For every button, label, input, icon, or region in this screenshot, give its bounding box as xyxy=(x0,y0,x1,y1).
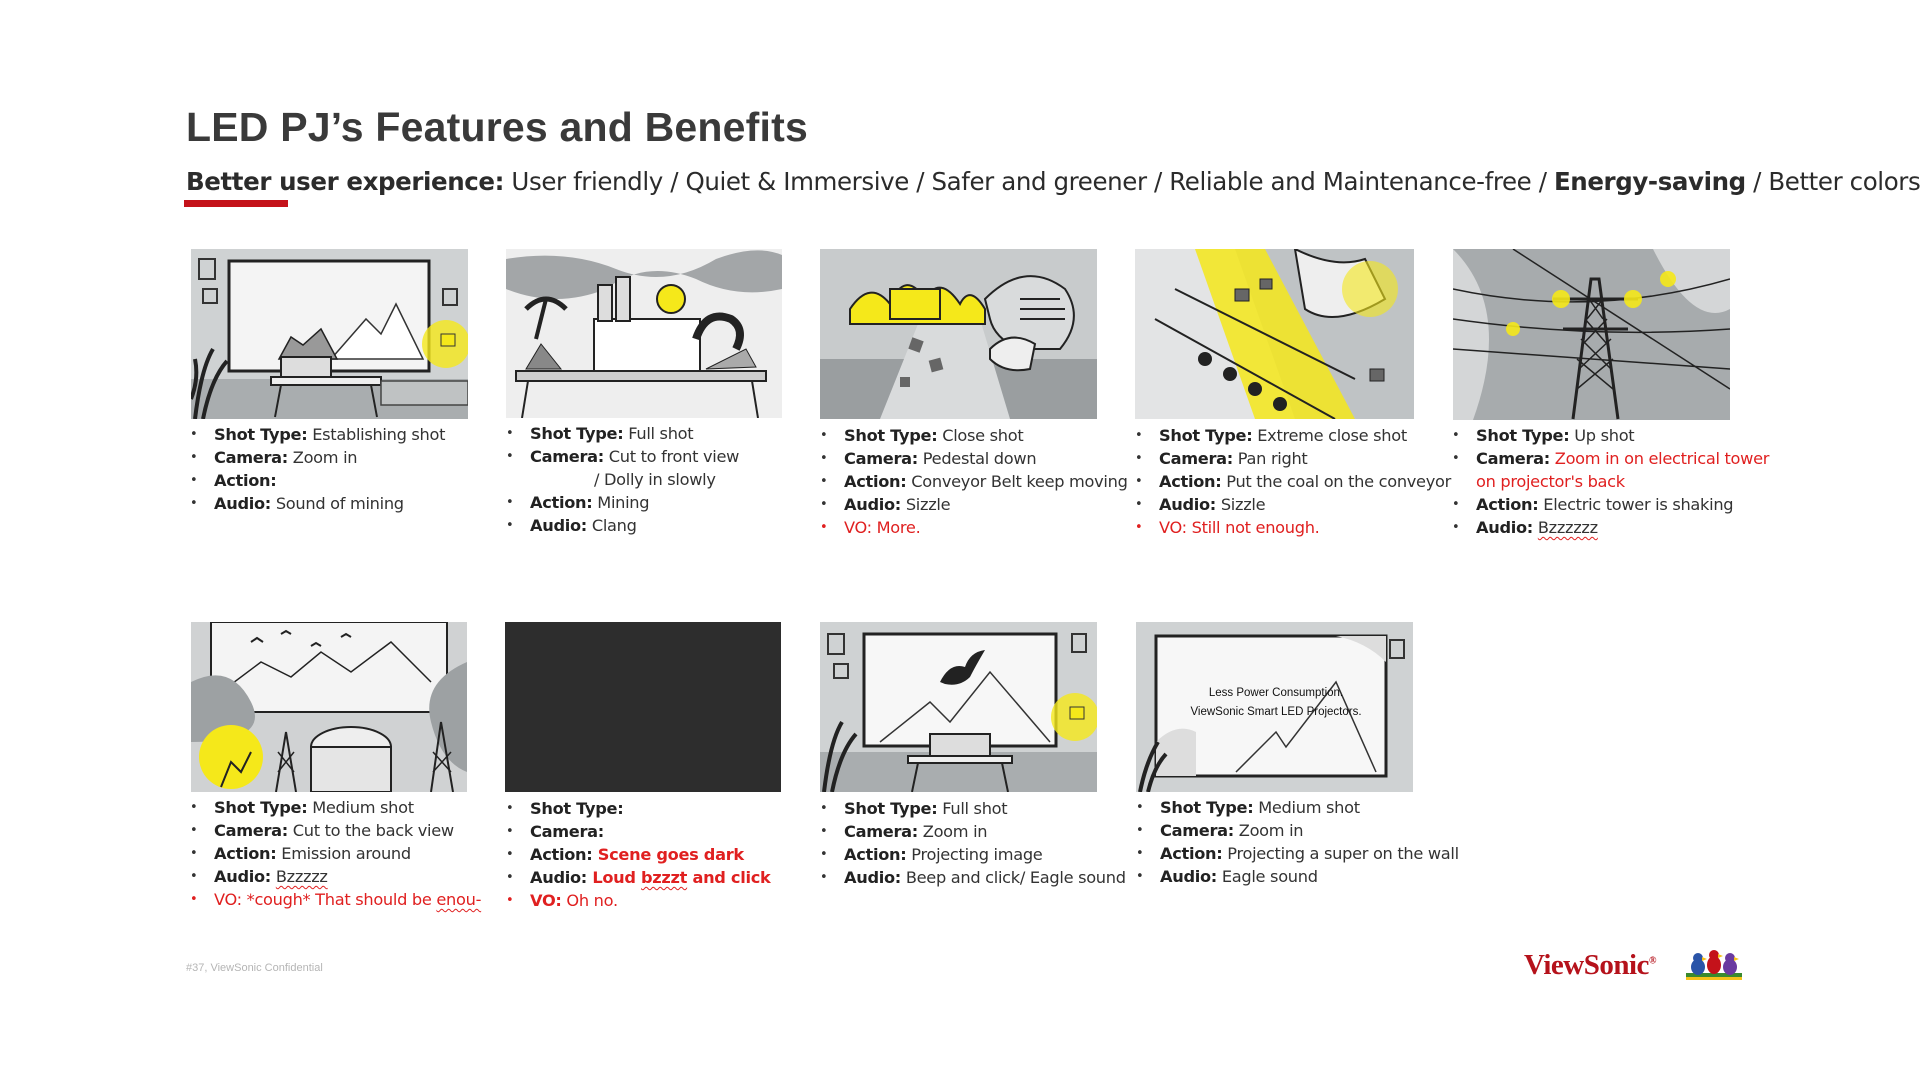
shot-notes-4: Shot Type: Extreme close shot Camera: Pa… xyxy=(1135,424,1451,539)
camera-line: Camera: Pedestal down xyxy=(820,447,1128,470)
audio-line: Audio: Sizzle xyxy=(1135,493,1451,516)
shot-type-line: Shot Type: xyxy=(506,797,770,820)
logo-wordmark: ViewSonic® xyxy=(1524,949,1656,981)
camera-line: Camera: Zoom in xyxy=(190,446,445,469)
shot-type-line: Shot Type: Full shot xyxy=(506,422,739,445)
storyboard-frame-8 xyxy=(820,622,1097,792)
storyboard-frame-7 xyxy=(505,622,781,792)
camera-line: Camera: Zoom in xyxy=(820,820,1126,843)
action-line: Action: xyxy=(190,469,445,492)
storyboard-frame-3 xyxy=(820,249,1097,419)
shot-notes-7: Shot Type: Camera: Action: Scene goes da… xyxy=(506,797,771,912)
shot-notes-9: Shot Type: Medium shot Camera: Zoom in A… xyxy=(1136,796,1459,888)
audio-line: Audio: Bzzzzz xyxy=(190,865,481,888)
subtitle-lead: Better user experience: xyxy=(186,167,505,196)
birds-logo-icon xyxy=(1686,950,1742,980)
camera-line-continued: / Dolly in slowly xyxy=(594,470,716,489)
action-line: Action: Electric tower is shaking xyxy=(1452,493,1769,516)
shot-type-line: Shot Type: Close shot xyxy=(820,424,1128,447)
shot-notes-5: Shot Type: Up shot Camera: Zoom in on el… xyxy=(1452,424,1769,539)
shot-type-line: Shot Type: Medium shot xyxy=(1136,796,1459,819)
subtitle-energy: Energy-saving xyxy=(1553,167,1746,196)
super-text-line-1: Less Power Consumption. xyxy=(1209,687,1343,699)
camera-line: Camera: Pan right xyxy=(1135,447,1451,470)
shot-type-line: Shot Type: Extreme close shot xyxy=(1135,424,1451,447)
voiceover-line: VO: Still not enough. xyxy=(1135,516,1451,539)
living-room-illustration xyxy=(191,249,468,419)
camera-line: Camera: xyxy=(506,820,770,843)
subtitle: Better user experience: User friendly / … xyxy=(186,167,1920,196)
voiceover-line: VO: More. xyxy=(820,516,1128,539)
camera-line: Camera: Zoom in on electrical tower xyxy=(1452,447,1769,470)
camera-line-continued: on projector's back xyxy=(1476,472,1625,491)
voiceover-line: VO: *cough* That should be enou- xyxy=(190,888,481,911)
audio-line: Audio: Sound of mining xyxy=(190,492,445,515)
action-line: Action: Mining xyxy=(506,491,739,514)
storyboard-frame-1 xyxy=(191,249,468,419)
camera-line: Camera: Cut to front view xyxy=(506,445,739,468)
audio-line: Audio: Loud bzzzt and click xyxy=(506,866,771,889)
action-line: Action: Scene goes dark xyxy=(506,843,770,866)
subtitle-features: User friendly / Quiet & Immersive / Safe… xyxy=(504,167,1554,196)
action-line: Action: Projecting a super on the wall xyxy=(1136,842,1459,865)
voiceover-line: VO: Oh no. xyxy=(506,889,770,912)
shot-type-line: Shot Type: Up shot xyxy=(1452,424,1769,447)
audio-line: Audio: Bzzzzzz xyxy=(1452,516,1769,539)
shot-type-line: Shot Type: Medium shot xyxy=(190,796,481,819)
emission-illustration xyxy=(191,622,467,792)
audio-line: Audio: Beep and click/ Eagle sound xyxy=(820,866,1126,889)
wall-projection-illustration: Less Power Consumption. ViewSonic Smart … xyxy=(1136,622,1413,792)
shot-type-line: Shot Type: Full shot xyxy=(820,797,1126,820)
projection-eagle-illustration xyxy=(820,622,1097,792)
storyboard-frame-5 xyxy=(1453,249,1730,420)
audio-line: Audio: Clang xyxy=(506,514,739,537)
storyboard-frame-6 xyxy=(191,622,467,792)
shot-notes-8: Shot Type: Full shot Camera: Zoom in Act… xyxy=(820,797,1126,889)
audio-line: Audio: Eagle sound xyxy=(1136,865,1459,888)
furnace-illustration xyxy=(820,249,1097,419)
shot-notes-1: Shot Type: Establishing shot Camera: Zoo… xyxy=(190,423,445,515)
mining-illustration xyxy=(506,249,782,418)
super-text-line-2: ViewSonic Smart LED Projectors. xyxy=(1190,706,1361,718)
power-tower-illustration xyxy=(1453,249,1730,420)
camera-line: Camera: Zoom in xyxy=(1136,819,1459,842)
page-title: LED PJ’s Features and Benefits xyxy=(186,104,808,150)
subtitle-colors: / Better colors xyxy=(1745,167,1920,196)
confidential-footer: #37, ViewSonic Confidential xyxy=(186,962,323,974)
storyboard-frame-2 xyxy=(506,249,782,418)
viewsonic-logo: ViewSonic® xyxy=(1524,947,1744,983)
camera-line: Camera: Cut to the back view xyxy=(190,819,481,842)
storyboard-frame-9: Less Power Consumption. ViewSonic Smart … xyxy=(1136,622,1413,792)
action-line: Action: Put the coal on the conveyor xyxy=(1135,470,1451,493)
conveyor-illustration xyxy=(1135,249,1414,419)
shot-type-line: Shot Type: Establishing shot xyxy=(190,423,445,446)
action-line: Action: Projecting image xyxy=(820,843,1126,866)
action-line: Action: Emission around xyxy=(190,842,481,865)
shot-notes-3: Shot Type: Close shot Camera: Pedestal d… xyxy=(820,424,1128,539)
shot-notes-6: Shot Type: Medium shot Camera: Cut to th… xyxy=(190,796,481,911)
title-underline xyxy=(184,200,288,207)
audio-line: Audio: Sizzle xyxy=(820,493,1128,516)
storyboard-frame-4 xyxy=(1135,249,1414,419)
action-line: Action: Conveyor Belt keep moving xyxy=(820,470,1128,493)
shot-notes-2: Shot Type: Full shot Camera: Cut to fron… xyxy=(506,422,739,537)
